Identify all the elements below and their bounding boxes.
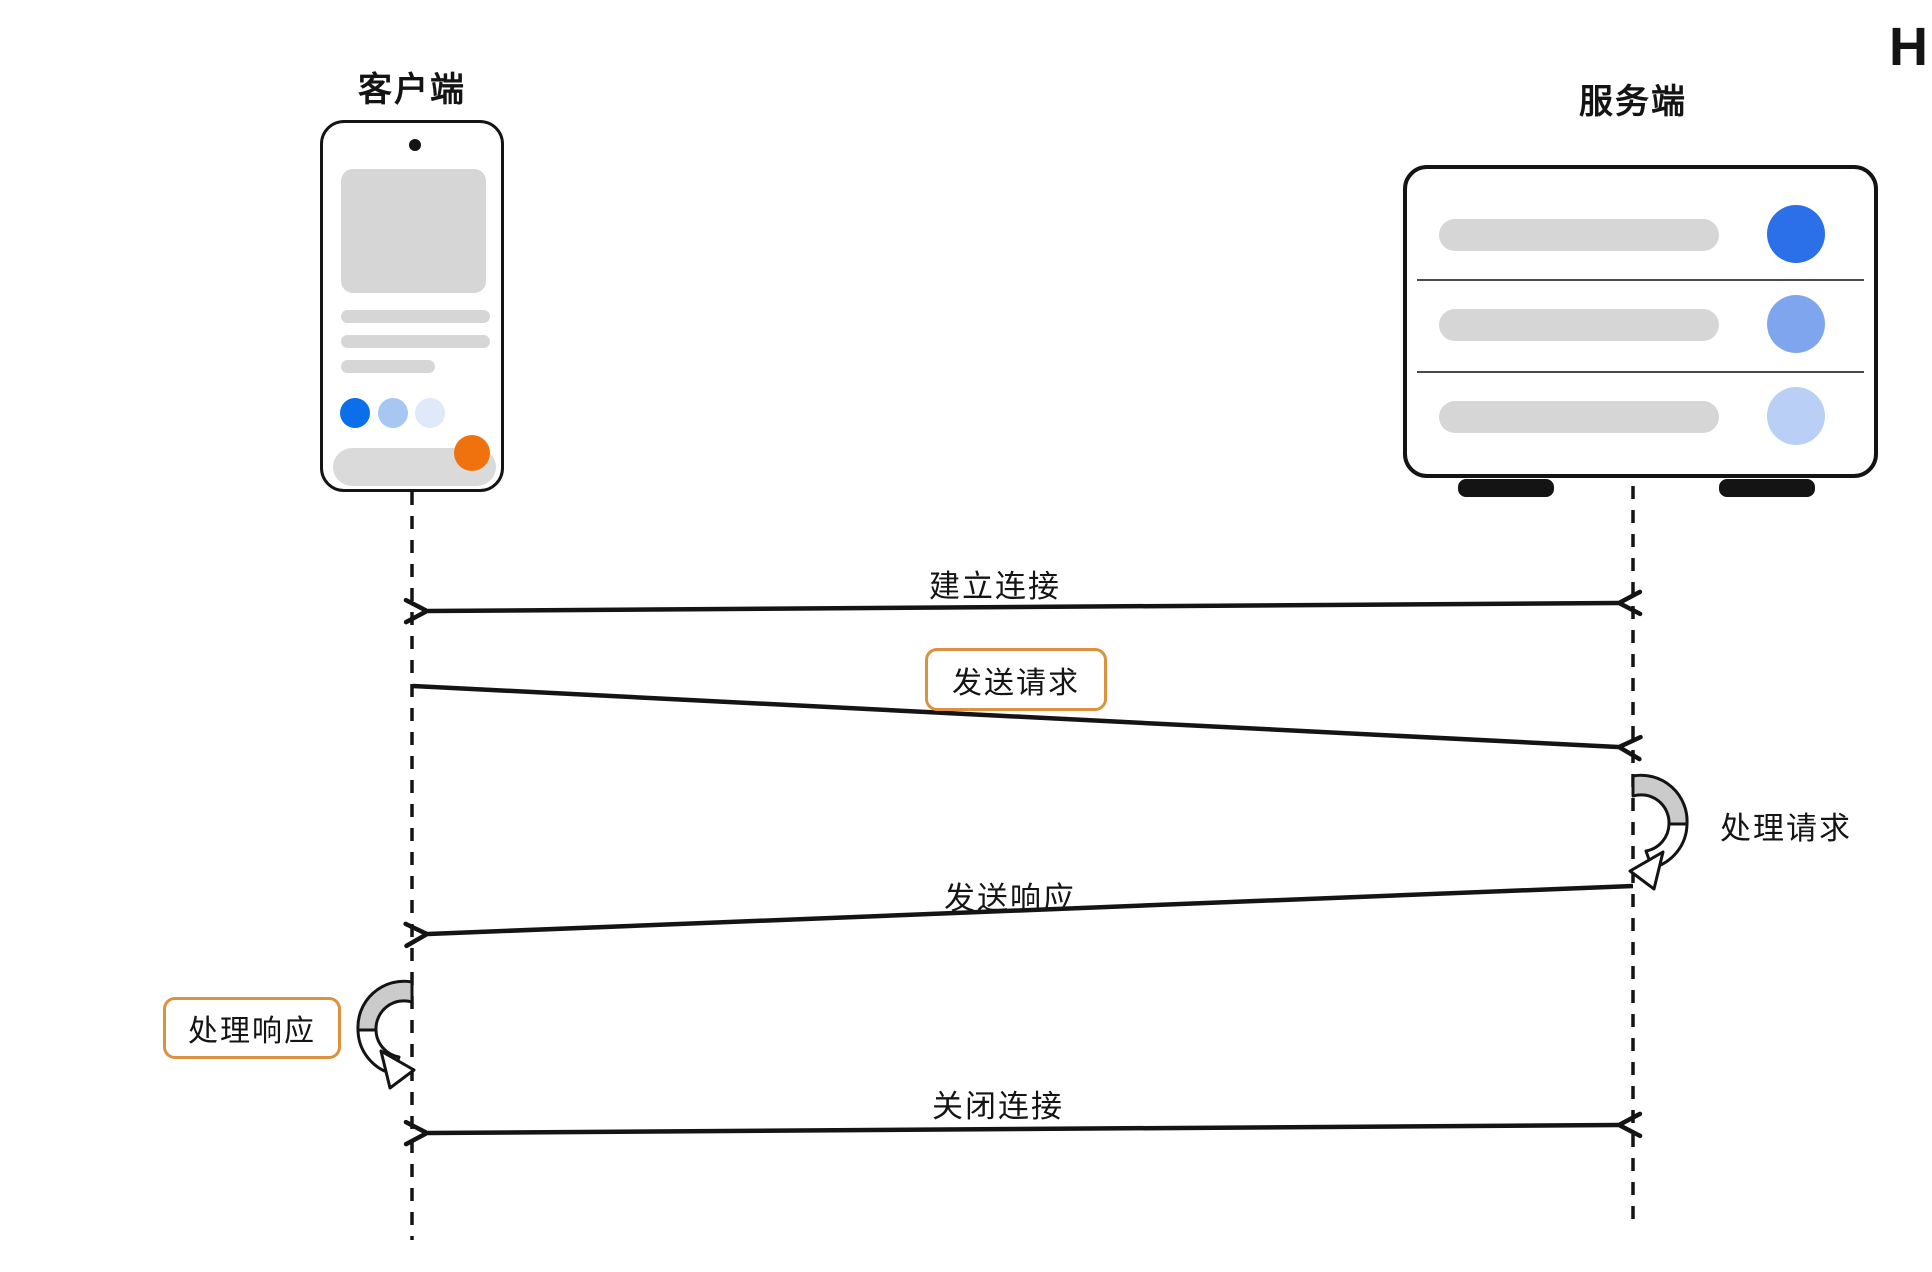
send-response-label: 发送响应 xyxy=(944,881,1076,916)
send-response-arrow xyxy=(403,883,1634,949)
server-slot-bar xyxy=(1439,309,1719,341)
send-request-label-box: 发送请求 xyxy=(925,648,1107,711)
process-request-label: 处理请求 xyxy=(1720,811,1852,846)
phone-text-line xyxy=(341,360,435,373)
server-illustration xyxy=(1403,165,1878,478)
server-slot-bar xyxy=(1439,401,1719,433)
send-request-label: 发送请求 xyxy=(952,666,1080,700)
corner-clipped-text: H xyxy=(1889,17,1928,77)
server-divider xyxy=(1417,371,1864,373)
process-response-label-box: 处理响应 xyxy=(163,997,341,1059)
phone-camera-dot xyxy=(409,139,421,151)
server-foot-left xyxy=(1458,479,1554,497)
close-connection-label: 关闭连接 xyxy=(932,1089,1064,1124)
server-slot-bar xyxy=(1439,219,1719,251)
close-connection-arrow xyxy=(403,1111,1643,1147)
server-led-3 xyxy=(1767,387,1825,445)
server-foot-right xyxy=(1719,479,1815,497)
phone-nav-dot-3 xyxy=(415,398,445,428)
establish-connection-arrow xyxy=(403,589,1643,625)
server-led-1 xyxy=(1767,205,1825,263)
phone-nav-dot-1 xyxy=(340,398,370,428)
server-led-2 xyxy=(1767,295,1825,353)
process-response-label: 处理响应 xyxy=(188,1015,316,1048)
client-actor-label: 客户端 xyxy=(358,71,466,109)
server-self-loop-icon xyxy=(1628,773,1689,891)
send-request-arrow xyxy=(412,683,1643,762)
establish-connection-label: 建立连接 xyxy=(929,569,1061,604)
phone-nav-dot-2 xyxy=(378,398,408,428)
server-actor-label: 服务端 xyxy=(1579,83,1687,121)
phone-text-line xyxy=(341,310,490,323)
phone-screen-placeholder xyxy=(341,169,486,293)
client-self-loop-icon xyxy=(356,979,416,1090)
phone-text-line xyxy=(341,335,490,348)
client-phone-illustration xyxy=(320,120,504,492)
server-divider xyxy=(1417,279,1864,281)
phone-action-dot xyxy=(454,435,490,471)
